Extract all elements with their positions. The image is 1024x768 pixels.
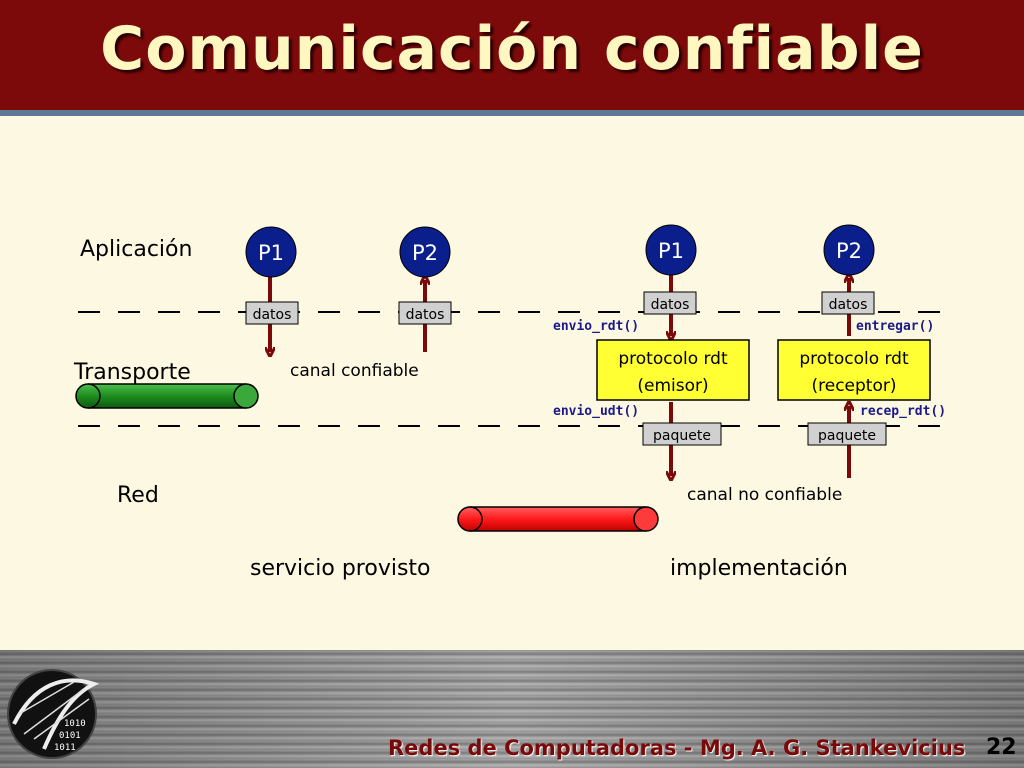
right-process-p1-label: P1 bbox=[658, 239, 684, 263]
packet-box-2 bbox=[807, 422, 887, 446]
left-data-label-2: datos bbox=[406, 307, 445, 323]
svg-text:1010: 1010 bbox=[64, 719, 86, 729]
packet-label-1: paquete bbox=[653, 428, 711, 444]
slide-title: Comunicación confiable bbox=[100, 14, 924, 84]
left-process-p2 bbox=[399, 226, 451, 278]
reliable-channel-pipe bbox=[75, 383, 259, 409]
left-process-p1-label: P1 bbox=[258, 241, 284, 265]
footer-bar bbox=[0, 650, 1024, 768]
left-process-p2-label: P2 bbox=[412, 241, 438, 265]
svg-text:1011: 1011 bbox=[54, 743, 76, 753]
right-data-box-1 bbox=[643, 291, 697, 315]
receiver-protocol-line1: protocolo rdt bbox=[799, 349, 909, 369]
left-data-label-1: datos bbox=[253, 307, 292, 323]
layer-label-network: Red bbox=[117, 483, 159, 508]
caption-service-provided: servicio provisto bbox=[250, 556, 431, 581]
layer-label-application: Aplicación bbox=[80, 237, 192, 262]
packet-box-1 bbox=[642, 422, 722, 446]
send-udt-call: envio_udt() bbox=[553, 404, 639, 419]
caption-implementation: implementación bbox=[670, 556, 848, 581]
sender-protocol-box bbox=[596, 339, 750, 401]
reliable-channel-label: canal confiable bbox=[290, 361, 419, 381]
page-number: 22 bbox=[986, 735, 1017, 760]
packet-label-2: paquete bbox=[818, 428, 876, 444]
receiver-protocol-box bbox=[777, 339, 931, 401]
right-data-box-2 bbox=[821, 291, 875, 315]
right-data-label-1: datos bbox=[651, 297, 690, 313]
footer-shade bbox=[0, 650, 1024, 768]
recv-rdt-call: recep_rdt() bbox=[860, 404, 946, 419]
unreliable-channel-pipe bbox=[457, 506, 659, 532]
receiver-protocol-line2: (receptor) bbox=[812, 376, 897, 396]
header-divider bbox=[0, 110, 1024, 116]
layer-label-transport: Transporte bbox=[73, 360, 191, 385]
sender-protocol-line2: (emisor) bbox=[637, 376, 708, 396]
send-rdt-call: envio_rdt() bbox=[553, 319, 639, 334]
deliver-call: entregar() bbox=[856, 319, 934, 334]
university-logo-icon: 1010 0101 1011 bbox=[7, 669, 100, 759]
right-data-label-2: datos bbox=[829, 297, 868, 313]
header-bar bbox=[0, 0, 1024, 110]
left-data-box-1 bbox=[245, 301, 299, 325]
footer-credit: Redes de Computadoras - Mg. A. G. Stanke… bbox=[388, 736, 966, 760]
left-process-p1 bbox=[245, 226, 297, 278]
diagram: Aplicación Transporte Red P1 P2 datos da… bbox=[73, 224, 950, 581]
right-process-p2-label: P2 bbox=[836, 239, 862, 263]
left-data-box-2 bbox=[398, 301, 452, 325]
right-process-p1 bbox=[645, 224, 697, 276]
right-process-p2 bbox=[823, 224, 875, 276]
sender-protocol-line1: protocolo rdt bbox=[618, 349, 728, 369]
svg-text:0101: 0101 bbox=[59, 731, 81, 741]
unreliable-channel-label: canal no confiable bbox=[687, 485, 842, 505]
